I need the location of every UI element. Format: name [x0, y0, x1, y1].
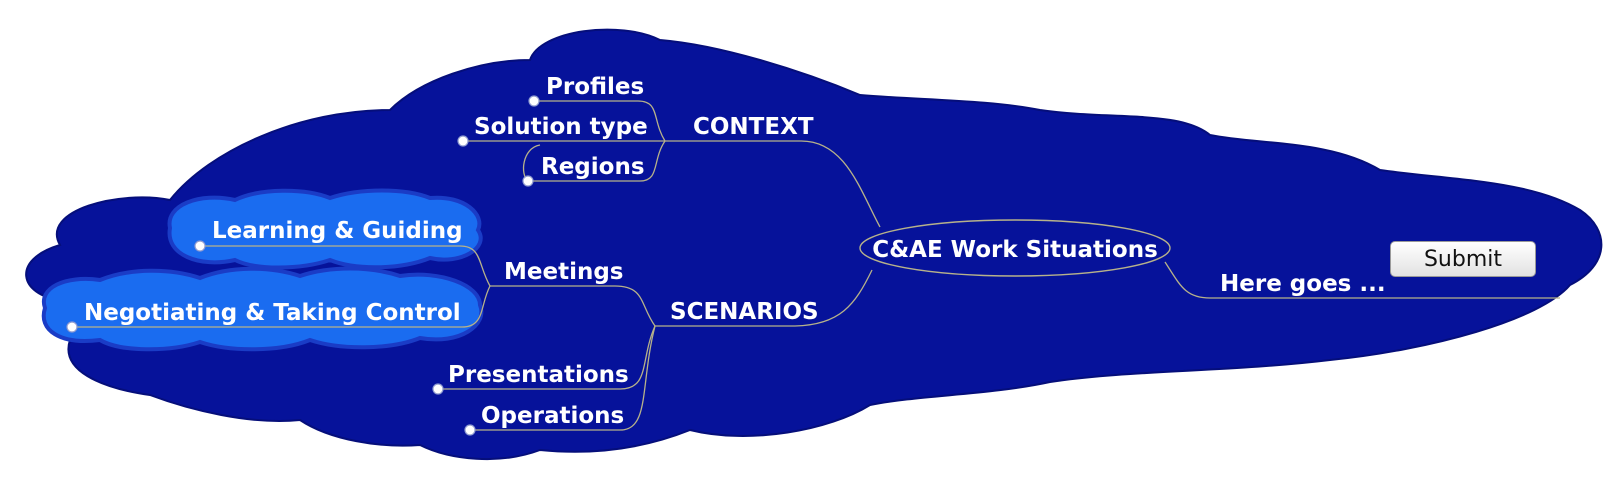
connector-root-scenarios — [794, 269, 873, 327]
submit-button[interactable]: Submit — [1390, 241, 1536, 277]
connector-meetings-negotiating — [461, 285, 491, 328]
node-meetings[interactable]: Meetings — [504, 259, 624, 285]
fold-dot-regions[interactable] — [522, 175, 534, 187]
fold-dot-negotiating[interactable] — [66, 321, 78, 333]
cloud-learning-guiding — [167, 188, 483, 270]
fold-dot-presentations[interactable] — [432, 383, 444, 395]
root-node-label[interactable]: C&AE Work Situations — [872, 237, 1158, 263]
connector-root-context — [799, 140, 881, 228]
node-negotiating-control[interactable]: Negotiating & Taking Control — [84, 300, 461, 326]
node-regions[interactable]: Regions — [541, 154, 645, 180]
fold-dot-profiles[interactable] — [528, 95, 540, 107]
connector-scenarios-operations — [619, 325, 656, 431]
node-context[interactable]: CONTEXT — [693, 114, 814, 140]
node-profiles[interactable]: Profiles — [546, 74, 644, 100]
connector-context-regions — [639, 140, 666, 182]
node-presentations[interactable]: Presentations — [448, 362, 629, 388]
node-scenarios[interactable]: SCENARIOS — [670, 299, 819, 325]
fold-dot-operations[interactable] — [464, 424, 476, 436]
connector-scenarios-meetings — [614, 285, 656, 327]
connector-scenarios-presentations — [619, 325, 656, 390]
node-learning-guiding[interactable]: Learning & Guiding — [212, 218, 463, 244]
cloud-negotiating-control — [41, 266, 484, 352]
node-operations[interactable]: Operations — [481, 403, 624, 429]
connector-context-profiles — [637, 100, 666, 142]
root-node-outline — [859, 219, 1171, 277]
node-here-goes[interactable]: Here goes ... — [1220, 271, 1386, 297]
fold-dot-solution-type[interactable] — [457, 135, 469, 147]
node-solution-type[interactable]: Solution type — [474, 114, 648, 140]
connector-meetings-learning — [459, 245, 491, 287]
connector-root-here-goes — [1164, 261, 1211, 299]
fold-dot-learning[interactable] — [194, 240, 206, 252]
main-cloud — [25, 28, 1603, 461]
